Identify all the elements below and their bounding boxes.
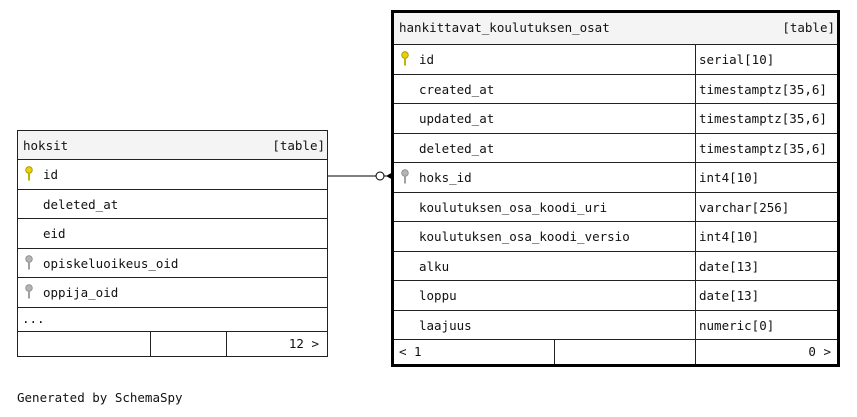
column-row-opiskeluoikeus-oid[interactable]: opiskeluoikeus_oid xyxy=(18,249,327,278)
table-kind: [table] xyxy=(782,20,835,35)
index-key-icon xyxy=(25,254,33,270)
column-row-deleted-at[interactable]: deleted_at xyxy=(18,190,327,219)
column-type: varchar[256] xyxy=(699,199,790,215)
column-row-alku[interactable]: alku date[13] xyxy=(394,251,837,281)
column-type: numeric[0] xyxy=(699,317,775,333)
column-name: oppija_oid xyxy=(43,285,119,300)
column-name: deleted_at xyxy=(43,196,119,212)
column-row-koulutuksen-osa-koodi-versio[interactable]: koulutuksen_osa_koodi_versio int4[10] xyxy=(394,222,837,252)
table-footer: 12 > xyxy=(18,331,327,356)
column-row-loppu[interactable]: loppu date[13] xyxy=(394,281,837,311)
column-row-oppija-oid[interactable]: oppija_oid xyxy=(18,278,327,308)
column-name: koulutuksen_osa_koodi_versio xyxy=(419,229,630,244)
child-count-link[interactable]: 12 > xyxy=(288,335,319,351)
table-name: hoksit xyxy=(23,138,69,153)
column-type: int4[10] xyxy=(699,229,760,244)
column-row-id[interactable]: id xyxy=(18,160,327,190)
column-type: serial[10] xyxy=(699,52,775,67)
column-type: timestamptz[35,6] xyxy=(699,81,827,97)
column-name: id xyxy=(419,52,435,67)
column-row-laajuus[interactable]: laajuus numeric[0] xyxy=(394,310,837,340)
table-hoksit[interactable]: hoksit [table] id deleted_at eid opiskel… xyxy=(17,130,328,357)
column-row-eid[interactable]: eid xyxy=(18,219,327,249)
zero-cardinality-circle xyxy=(375,171,385,181)
column-name: id xyxy=(43,167,59,182)
column-name: deleted_at xyxy=(419,140,495,156)
column-type: timestamptz[35,6] xyxy=(699,140,827,156)
parent-count-link[interactable]: < 1 xyxy=(399,344,422,359)
column-type: int4[10] xyxy=(699,170,760,185)
column-row-koulutuksen-osa-koodi-uri[interactable]: koulutuksen_osa_koodi_uri varchar[256] xyxy=(394,192,837,222)
index-key-icon xyxy=(25,284,33,299)
column-name: laajuus xyxy=(419,317,472,333)
column-row-deleted-at[interactable]: deleted_at timestamptz[35,6] xyxy=(394,133,837,163)
column-name: opiskeluoikeus_oid xyxy=(43,255,179,271)
table-name: hankittavat_koulutuksen_osat xyxy=(399,20,610,35)
foreign-key-icon xyxy=(401,169,409,184)
generated-by-note: Generated by SchemaSpy xyxy=(17,390,183,405)
column-row-id[interactable]: id serial[10] xyxy=(394,45,837,75)
table-footer: < 1 0 > xyxy=(394,340,837,364)
table-hankittavat-koulutuksen-osat[interactable]: hankittavat_koulutuksen_osat [table] id … xyxy=(391,10,840,367)
table-kind: [table] xyxy=(272,138,325,153)
column-name: hoks_id xyxy=(419,170,472,185)
column-row-created-at[interactable]: created_at timestamptz[35,6] xyxy=(394,74,837,104)
table-header[interactable]: hankittavat_koulutuksen_osat [table] xyxy=(394,13,837,45)
ellipsis: ... xyxy=(22,310,45,326)
column-name: created_at xyxy=(419,81,495,97)
column-type: date[13] xyxy=(699,258,760,274)
column-name: loppu xyxy=(419,288,457,303)
column-name: koulutuksen_osa_koodi_uri xyxy=(419,199,608,215)
table-header[interactable]: hoksit [table] xyxy=(18,131,327,160)
column-type: timestamptz[35,6] xyxy=(699,111,827,126)
primary-key-icon xyxy=(401,51,409,66)
column-type: date[13] xyxy=(699,288,760,303)
more-columns-row[interactable]: ... xyxy=(18,308,327,332)
column-name: updated_at xyxy=(419,111,495,126)
column-row-hoks-id[interactable]: hoks_id int4[10] xyxy=(394,163,837,193)
column-row-updated-at[interactable]: updated_at timestamptz[35,6] xyxy=(394,104,837,134)
column-name: eid xyxy=(43,226,66,241)
primary-key-icon xyxy=(25,166,33,181)
column-name: alku xyxy=(419,258,450,274)
child-count-link[interactable]: 0 > xyxy=(808,344,831,359)
